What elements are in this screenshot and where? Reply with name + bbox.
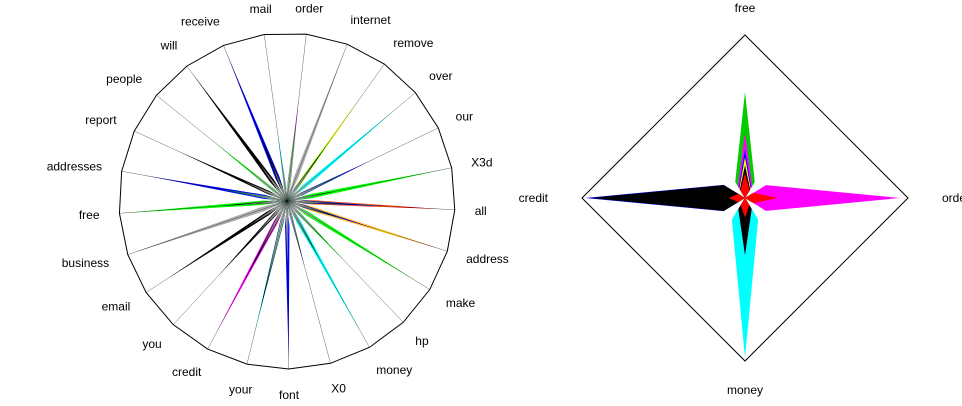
- axis-label-free: free: [79, 208, 100, 222]
- axis-label-X0: X0: [331, 381, 346, 395]
- spoke-hp: [286, 200, 404, 323]
- spoke-email: [145, 200, 288, 293]
- axis-label-mail: mail: [250, 2, 272, 16]
- axis-label-will: will: [160, 38, 178, 52]
- axis-label-money: money: [376, 363, 412, 377]
- spoke-order: [286, 34, 307, 202]
- spoke-people: [156, 95, 288, 202]
- spoke-all: [286, 200, 455, 211]
- axis-label-you: you: [142, 337, 161, 351]
- spoke-will: [186, 65, 288, 202]
- spoke-address: [286, 200, 448, 252]
- radar-right-series-layer: [585, 92, 900, 358]
- axis-label-business: business: [62, 256, 109, 270]
- spoke-remove: [286, 63, 385, 202]
- spoke-font: [286, 200, 290, 369]
- axis-label-free: free: [735, 1, 756, 15]
- axis-label-order: order: [295, 1, 323, 15]
- spoke-free: [119, 200, 288, 214]
- spoke-internet: [286, 44, 348, 202]
- axis-label-order: order: [942, 191, 962, 205]
- axis-label-report: report: [85, 113, 117, 127]
- series-7-spike-order: [728, 193, 745, 203]
- series-8: [135, 52, 345, 291]
- axis-label-X3d: X3d: [471, 156, 492, 170]
- spoke-receive: [223, 45, 288, 202]
- radar-outline: [581, 34, 909, 362]
- spoke-our: [286, 127, 439, 202]
- axis-label-address: address: [466, 252, 509, 266]
- spoke-money: [286, 200, 370, 348]
- axis-label-email: email: [102, 300, 131, 314]
- spoke-credit: [207, 200, 288, 350]
- series-4: [146, 53, 403, 361]
- axis-label-receive: receive: [181, 14, 220, 28]
- spoke-mail: [263, 34, 288, 202]
- axis-label-credit: credit: [172, 365, 202, 379]
- axis-label-money: money: [727, 383, 763, 397]
- spoke-make: [286, 200, 430, 290]
- spoke-your: [246, 200, 288, 365]
- series-7-spike-free: [740, 173, 750, 198]
- axis-label-make: make: [446, 296, 476, 310]
- axis-label-remove: remove: [393, 36, 433, 50]
- radar-left-frame: [118, 33, 456, 370]
- spoke-business: [127, 200, 288, 255]
- radar-right-labels: free order money credit: [519, 1, 962, 397]
- axis-label-font: font: [279, 388, 300, 402]
- axis-label-over: over: [429, 69, 452, 83]
- axis-label-people: people: [106, 72, 142, 86]
- axis-label-credit: credit: [519, 191, 549, 205]
- series-7-spike-money: [740, 198, 750, 218]
- axis-label-all: all: [475, 204, 487, 218]
- axis-label-hp: hp: [415, 334, 429, 348]
- series-4: [585, 149, 762, 223]
- spoke-over: [286, 92, 416, 202]
- series-7-spike-credit: [745, 192, 778, 204]
- series-6-spike-order: [590, 185, 745, 211]
- spoke-X0: [286, 200, 331, 364]
- radar-right-frame: [581, 34, 909, 362]
- spoke-you: [173, 200, 288, 325]
- series-3-spike-credit: [745, 185, 900, 211]
- spoke-addresses: [121, 171, 288, 202]
- radar-chart-right: free order money credit: [519, 1, 962, 397]
- axis-label-our: our: [456, 110, 473, 124]
- spoke-report: [134, 130, 288, 202]
- series-2-spike-money: [731, 198, 759, 358]
- series-7: [728, 173, 778, 218]
- axis-label-internet: internet: [351, 13, 392, 27]
- radar-outline: [118, 33, 456, 370]
- spoke-X3d: [286, 167, 452, 202]
- axis-label-your: your: [229, 382, 252, 396]
- series-6-spike-money: [738, 198, 752, 256]
- axis-label-addresses: addresses: [47, 160, 102, 174]
